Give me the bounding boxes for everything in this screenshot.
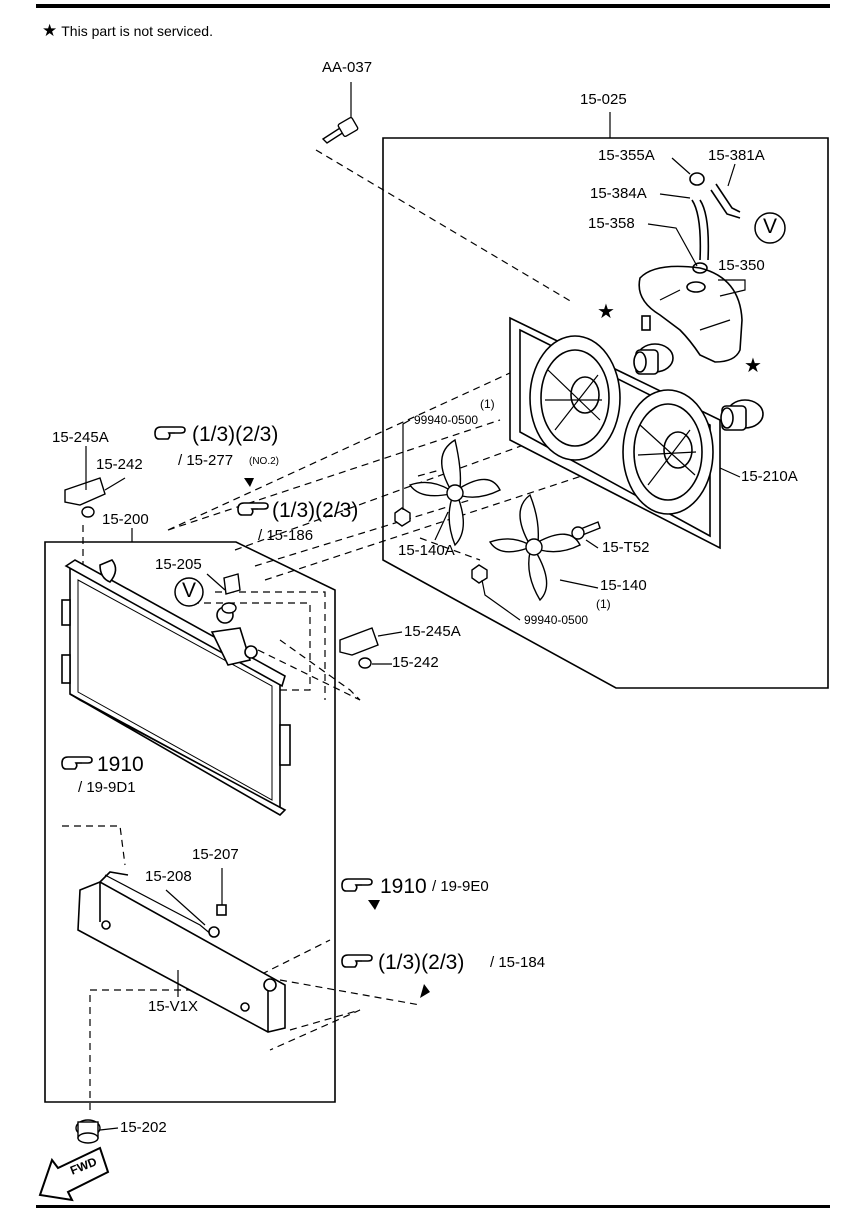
hand-pointer-icon	[341, 878, 373, 892]
lower-tank	[77, 871, 286, 1033]
reservoir	[638, 265, 743, 363]
star-icon: ★	[42, 21, 58, 40]
circle-v-icon	[754, 212, 786, 244]
circle-v-label: V	[763, 215, 778, 238]
part-label-15-140a: 15-140A	[398, 542, 455, 559]
ref-sub-4[interactable]: / 19-9E0	[432, 878, 489, 895]
qty-label: (1)	[480, 397, 495, 411]
ref-sub-3[interactable]: / 19-9D1	[78, 779, 136, 796]
star-icon: ★	[597, 299, 615, 323]
fasteners	[394, 507, 601, 584]
part-label-15-200: 15-200	[102, 511, 149, 528]
part-label-99940-top: 99940-0500	[414, 413, 479, 427]
part-label-15-245a: 15-245A	[52, 429, 109, 446]
drain-plug	[75, 1119, 101, 1144]
circle-v-label: V	[182, 579, 197, 602]
ref-main-5[interactable]: (1/3)(2/3)	[378, 951, 465, 974]
ref-main-4[interactable]: 1910	[380, 875, 427, 898]
hoses	[689, 172, 741, 274]
legend-note: ★This part is not serviced.	[42, 21, 213, 41]
part-label-15-245a: 15-245A	[404, 623, 461, 640]
part-label-15-355a: 15-355A	[598, 147, 655, 164]
ref-sub-1[interactable]: / 15-277	[178, 452, 234, 469]
part-label-15-207: 15-207	[192, 846, 239, 863]
ref-sub-2[interactable]: / 15-186	[258, 527, 314, 544]
part-label-15-242: 15-242	[392, 654, 439, 671]
hand-pointer-icon	[341, 954, 373, 968]
part-label-aa037: AA-037	[322, 59, 373, 76]
reference-arrows	[244, 478, 430, 998]
part-label-15-202: 15-202	[120, 1119, 167, 1136]
legend-note-text: This part is not serviced.	[61, 23, 213, 39]
part-label-15-350: 15-350	[718, 257, 765, 274]
star-icon: ★	[744, 353, 762, 377]
fan-blades	[408, 438, 581, 602]
part-label-15-t52: 15-T52	[602, 539, 650, 556]
fwd-arrow-icon	[38, 1146, 110, 1202]
leader-lines	[85, 157, 746, 1131]
part-label-15-381a: 15-381A	[708, 147, 765, 164]
bolt-aa037	[321, 82, 359, 144]
hand-pointer-icon	[61, 756, 93, 770]
part-label-15-242: 15-242	[96, 456, 143, 473]
top-rule	[36, 4, 830, 8]
ref-main-1[interactable]: (1/3)(2/3)	[192, 423, 279, 446]
part-label-15-208: 15-208	[145, 868, 192, 885]
part-label-15-205: 15-205	[155, 556, 202, 573]
fan-shroud	[509, 316, 721, 550]
hand-pointer-icon	[154, 426, 186, 440]
part-label-15-v1x: 15-V1X	[148, 998, 199, 1015]
qty-label: (1)	[596, 597, 611, 611]
circle-v-icon	[174, 577, 204, 607]
bottom-rule	[36, 1205, 830, 1208]
fan-motors	[633, 315, 764, 431]
part-label-99940-bottom: 99940-0500	[524, 613, 589, 627]
brackets	[64, 477, 379, 669]
ref-sub-5[interactable]: / 15-184	[490, 954, 546, 971]
ref-main-3[interactable]: 1910	[97, 753, 144, 776]
fan-assembly-frame	[382, 137, 829, 689]
ref-main-2[interactable]: (1/3)(2/3)	[272, 499, 359, 522]
radiator-frame	[44, 541, 336, 1103]
part-label-15-358: 15-358	[588, 215, 635, 232]
part-label-15-140: 15-140	[600, 577, 647, 594]
hand-pointer-icon	[237, 502, 269, 516]
part-label-15-210a: 15-210A	[741, 468, 798, 485]
part-label-15-025: 15-025	[580, 91, 627, 108]
radiator-core	[61, 559, 291, 816]
part-label-15-384a: 15-384A	[590, 185, 647, 202]
ref-suffix-1: (NO.2)	[249, 456, 279, 467]
